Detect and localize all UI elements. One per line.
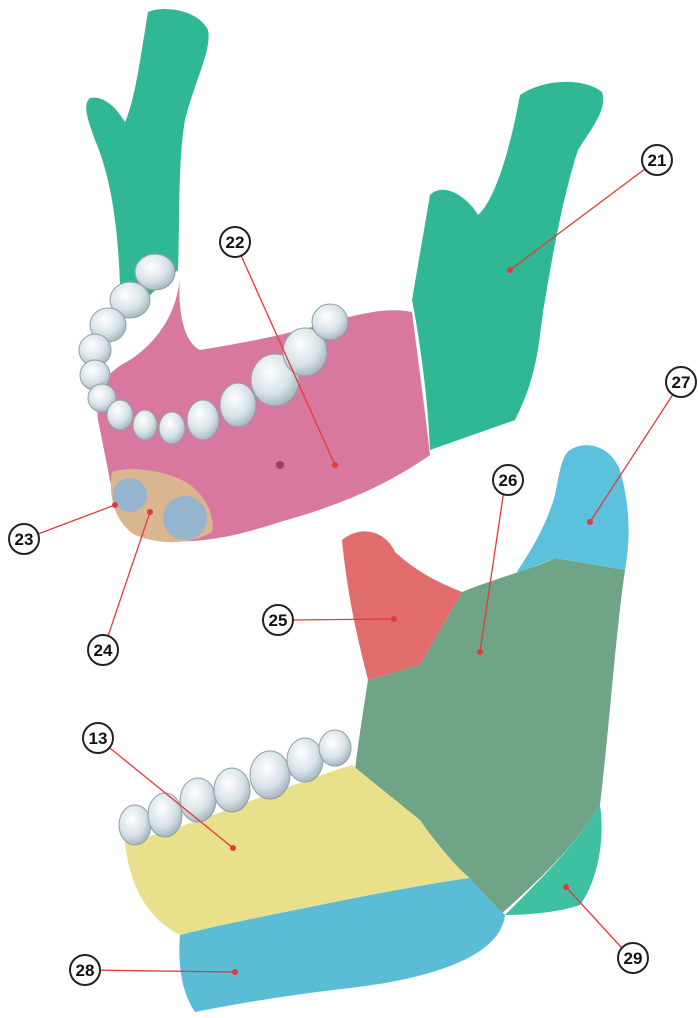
condylar-process-region xyxy=(517,445,628,572)
label-27: 27 xyxy=(666,367,696,397)
label-25-text: 25 xyxy=(269,611,288,630)
label-13: 13 xyxy=(83,723,113,753)
label-23: 23 xyxy=(9,524,39,554)
label-13-text: 13 xyxy=(89,729,108,748)
label-26: 26 xyxy=(493,465,523,495)
label-25: 25 xyxy=(263,605,293,635)
label-21: 21 xyxy=(642,145,672,175)
mental-foramen xyxy=(276,461,284,469)
label-24: 24 xyxy=(88,635,118,665)
label-22-text: 22 xyxy=(226,233,245,252)
label-28-text: 28 xyxy=(76,961,95,980)
label-22: 22 xyxy=(220,227,250,257)
label-26-text: 26 xyxy=(499,471,518,490)
left-ramus-region xyxy=(86,9,208,295)
label-29: 29 xyxy=(618,943,648,973)
label-24-text: 24 xyxy=(94,641,113,660)
mental-tubercle-left xyxy=(113,478,147,512)
label-28: 28 xyxy=(70,955,100,985)
label-27-text: 27 xyxy=(672,373,691,392)
mental-tubercle-right xyxy=(163,496,207,540)
right-ramus-region xyxy=(412,82,603,450)
upper-mandible xyxy=(79,9,603,542)
label-21-text: 21 xyxy=(648,151,667,170)
label-23-text: 23 xyxy=(15,530,34,549)
label-29-text: 29 xyxy=(624,949,643,968)
